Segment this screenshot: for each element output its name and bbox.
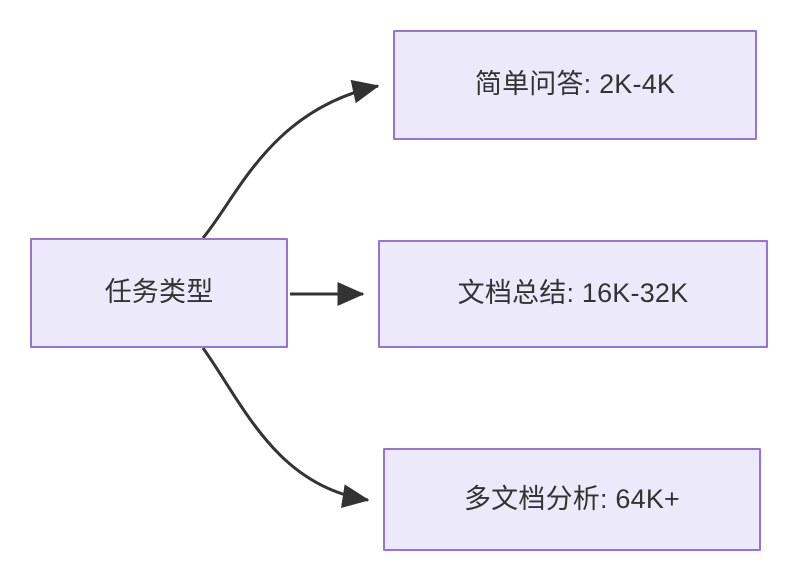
node-doc-summary-label: 文档总结: 16K-32K xyxy=(457,278,689,309)
edge-root-to-simple-qa xyxy=(201,79,380,239)
edge-root-to-multi-doc xyxy=(201,347,370,509)
node-multi-doc-label: 多文档分析: 64K+ xyxy=(463,483,680,514)
node-root-label: 任务类型 xyxy=(104,277,214,308)
node-doc-summary[interactable]: 文档总结: 16K-32K xyxy=(378,240,768,348)
node-root-task-type[interactable]: 任务类型 xyxy=(30,238,288,348)
node-simple-qa[interactable]: 简单问答: 2K-4K xyxy=(393,30,757,140)
node-simple-qa-label: 简单问答: 2K-4K xyxy=(474,69,676,100)
node-multi-doc[interactable]: 多文档分析: 64K+ xyxy=(383,448,761,551)
